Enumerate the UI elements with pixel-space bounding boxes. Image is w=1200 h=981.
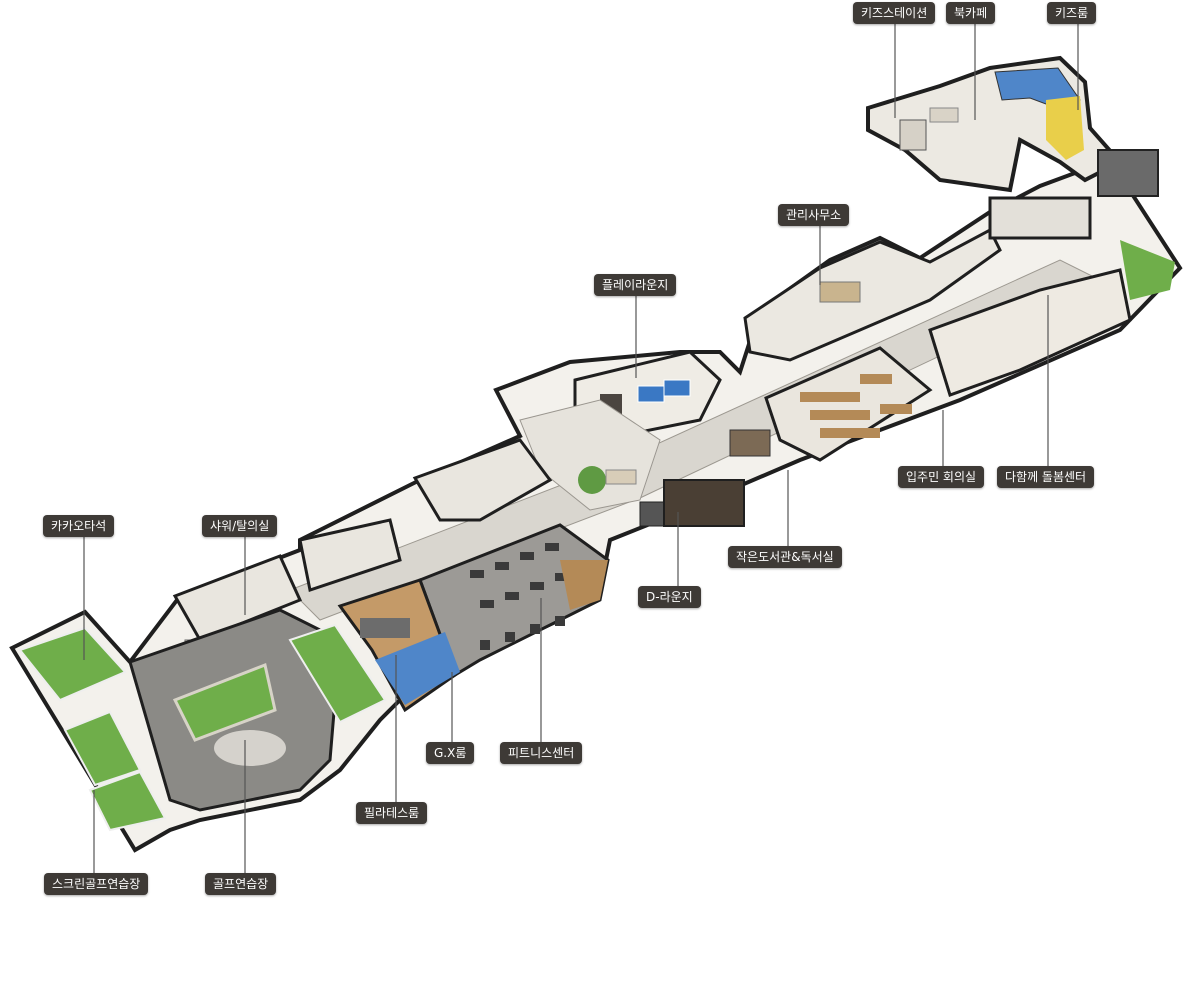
label-kids-room: 키즈룸: [1047, 2, 1097, 24]
leader-lines: [83, 24, 1079, 873]
label-care-center: 다함께 돌봄센터: [997, 466, 1095, 488]
kids-wing: [866, 55, 1159, 197]
label-gx-room: G.X룸: [426, 742, 475, 764]
label-fitness-center: 피트니스센터: [500, 742, 583, 764]
office-area: [743, 196, 1092, 362]
label-kakao-seats: 카카오타석: [43, 515, 115, 537]
library-area: [729, 346, 933, 462]
label-shower-room: 샤워/탈의실: [202, 515, 278, 537]
label-play-lounge: 플레이라운지: [594, 274, 677, 296]
golf-area: [18, 608, 387, 832]
label-golf-practice: 골프연습장: [205, 873, 277, 895]
label-book-cafe: 북카페: [946, 2, 996, 24]
care-center-area: [928, 240, 1175, 397]
label-management-office: 관리사무소: [778, 204, 850, 226]
label-d-lounge: D-라운지: [638, 586, 701, 608]
label-small-library: 작은도서관&독서실: [728, 546, 842, 568]
central-lounge: [519, 399, 745, 527]
label-pilates-room: 필라테스룸: [356, 802, 428, 824]
fitness-area: [337, 523, 610, 713]
label-residents-meeting-room: 입주민 회의실: [898, 466, 985, 488]
label-kids-station: 키즈스테이션: [853, 2, 936, 24]
label-screen-golf: 스크린골프연습장: [44, 873, 149, 895]
